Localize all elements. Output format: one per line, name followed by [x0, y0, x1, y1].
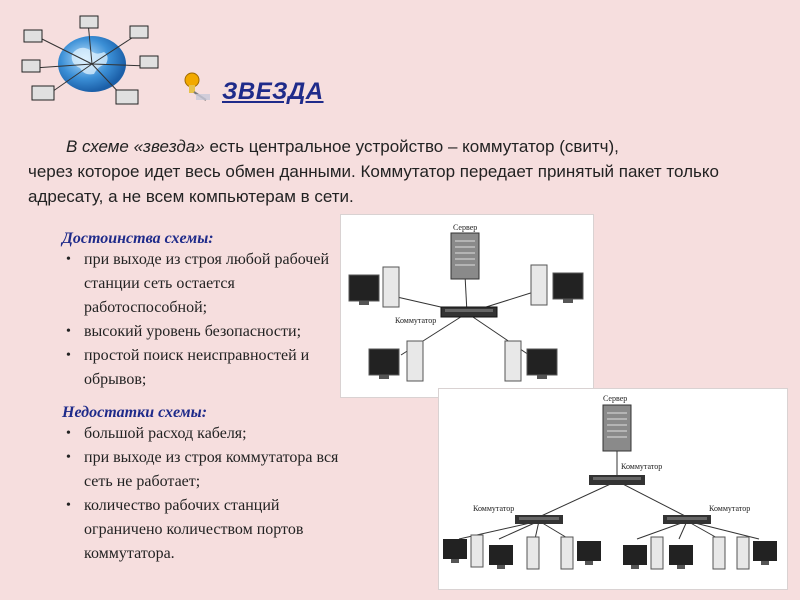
- server-label: Сервер: [603, 394, 627, 403]
- monitor-icon: [552, 272, 584, 303]
- disadvantages-section: Недостатки схемы: •большой расход кабеля…: [62, 404, 352, 566]
- pushpin-icon: [180, 70, 214, 104]
- list-item: •высокий уровень безопасности;: [62, 320, 342, 344]
- pc-tower-icon: [530, 264, 548, 306]
- intro-text-rest: через которое идет весь обмен данными. К…: [28, 162, 719, 206]
- bullet-icon: •: [66, 450, 71, 465]
- switch-label: Коммутатор: [395, 316, 436, 325]
- list-item: •простой поиск неисправностей и обрывов;: [62, 344, 342, 392]
- monitor-icon: [526, 348, 558, 379]
- pc-tower-icon: [382, 266, 400, 308]
- monitor-icon: [623, 545, 647, 569]
- list-item: •количество рабочих станций ограничено к…: [62, 494, 352, 566]
- intro-term: В схеме «звезда»: [66, 137, 205, 156]
- switch-label-right: Коммутатор: [709, 504, 750, 513]
- star-topology-diagram: Сервер Коммутатор: [340, 214, 594, 398]
- monitor-icon: [753, 541, 777, 565]
- globe-network-icon: [21, 15, 159, 105]
- pc-tower-icon: [650, 536, 664, 570]
- advantages-list: •при выходе из строя любой рабочей станц…: [62, 248, 342, 392]
- intro-paragraph: В схеме «звезда» есть центральное устрой…: [28, 134, 728, 209]
- disadvantages-title: Недостатки схемы:: [62, 404, 208, 421]
- switch-icon: [589, 475, 645, 485]
- server-label: Сервер: [453, 223, 477, 232]
- advantages-section: Достоинства схемы: •при выходе из строя …: [62, 230, 342, 392]
- switch-icon: [515, 515, 563, 524]
- monitor-icon: [577, 541, 601, 565]
- globe-network-logo: [20, 14, 160, 110]
- monitor-icon: [443, 539, 467, 563]
- hierarchical-star-diagram: Сервер Коммутатор Коммутатор Коммутатор: [438, 388, 788, 590]
- bullet-icon: •: [66, 252, 71, 267]
- list-item: •большой расход кабеля;: [62, 422, 352, 446]
- pc-tower-icon: [526, 536, 540, 570]
- server-icon: [602, 404, 632, 452]
- page-title: ЗВЕЗДА: [222, 78, 324, 105]
- bullet-icon: •: [66, 324, 71, 339]
- pc-tower-icon: [470, 534, 484, 568]
- switch-icon: [663, 515, 711, 524]
- monitor-icon: [489, 545, 513, 569]
- switch-label-left: Коммутатор: [473, 504, 514, 513]
- switch-label-top: Коммутатор: [621, 462, 662, 471]
- pc-tower-icon: [560, 536, 574, 570]
- bullet-icon: •: [66, 498, 71, 513]
- monitor-icon: [669, 545, 693, 569]
- pc-tower-icon: [712, 536, 726, 570]
- server-icon: [450, 232, 480, 280]
- disadvantages-list: •большой расход кабеля; •при выходе из с…: [62, 422, 352, 566]
- pc-tower-icon: [504, 340, 522, 382]
- list-item: •при выходе из строя любой рабочей станц…: [62, 248, 342, 320]
- pc-tower-icon: [406, 340, 424, 382]
- switch-icon: [440, 306, 498, 318]
- bullet-icon: •: [66, 426, 71, 441]
- advantages-title: Достоинства схемы:: [62, 230, 214, 247]
- monitor-icon: [368, 348, 400, 379]
- monitor-icon: [348, 274, 380, 305]
- intro-text-line1: есть центральное устройство – коммутатор…: [204, 137, 619, 156]
- list-item: •при выходе из строя коммутатора вся сет…: [62, 446, 352, 494]
- bullet-icon: •: [66, 348, 71, 363]
- pc-tower-icon: [736, 536, 750, 570]
